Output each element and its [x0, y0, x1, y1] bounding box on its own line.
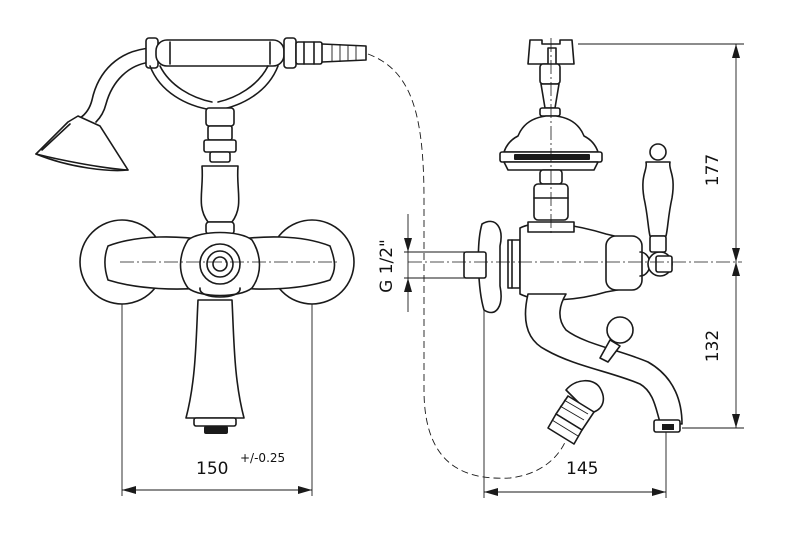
stem — [200, 107, 240, 235]
hand-shower — [35, 47, 153, 172]
handset-handle — [145, 37, 367, 111]
dimension-150: 150 +/-0.25 — [122, 451, 312, 494]
shower-hook — [527, 39, 575, 117]
front-tolerance-label: +/-0.25 — [240, 451, 285, 465]
wall-flange-side — [463, 220, 502, 314]
front-width-label: 150 — [196, 459, 228, 479]
thread-label: G 1/2" — [377, 239, 397, 293]
front-view: 150 +/-0.25 — [35, 37, 367, 496]
upper-height-label: 177 — [703, 154, 723, 186]
lower-height-label: 132 — [703, 330, 723, 362]
dimension-thread: G 1/2" — [377, 214, 476, 312]
side-view: 145 177 132 G 1/2" — [377, 38, 744, 498]
side-width-label: 145 — [566, 459, 598, 479]
hose-path — [367, 53, 571, 479]
spout-side — [524, 293, 683, 445]
dimension-145: 145 — [484, 459, 666, 496]
mixer-body — [104, 231, 336, 434]
dimension-vertical: 177 132 — [703, 44, 740, 428]
